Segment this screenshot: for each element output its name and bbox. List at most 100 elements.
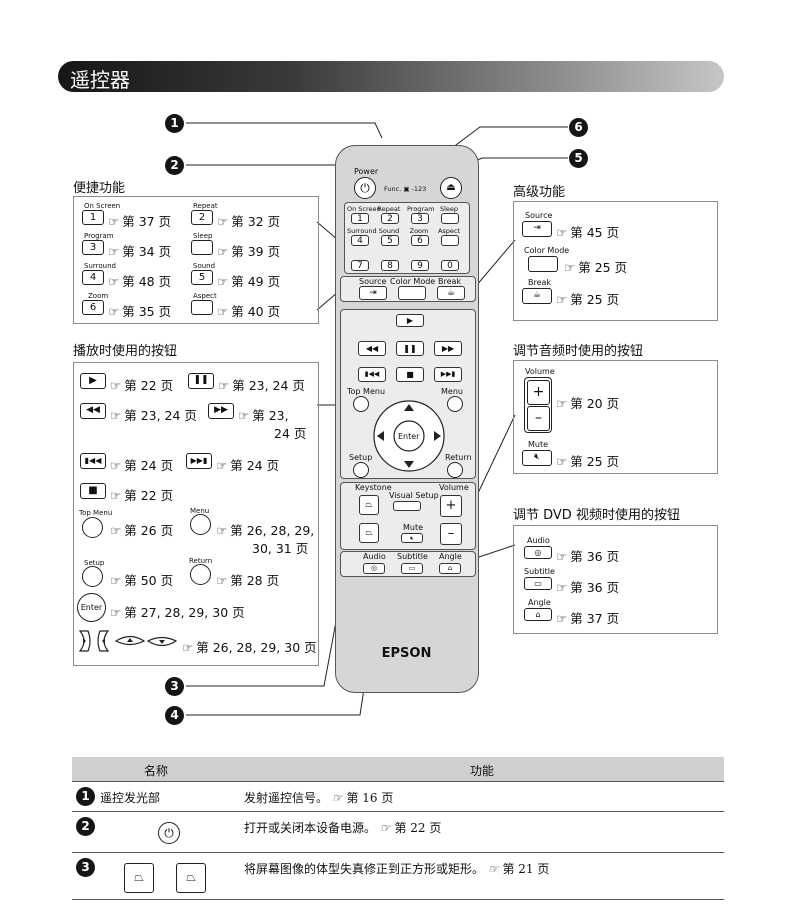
remote-top-menu-icon xyxy=(353,396,369,412)
shortcut-label-sound: Sound xyxy=(193,262,216,270)
remote-label-source: Source xyxy=(359,277,387,286)
remote-label-aspect: Aspect xyxy=(437,227,461,235)
ref-pause: ☞第 23, 24 页 xyxy=(218,378,305,393)
callout-6: 6 xyxy=(569,118,588,137)
ref-stop: ☞第 22 页 xyxy=(110,488,174,503)
ref-zoom: ☞第 35 页 xyxy=(108,304,172,319)
key-5: 5 xyxy=(191,270,213,285)
remote-label-keystone: Keystone xyxy=(355,483,392,492)
shortcut-label-sleep: Sleep xyxy=(193,232,213,240)
callout-2: 2 xyxy=(165,156,184,175)
fast-forward-icon: ▶▶ xyxy=(208,403,234,419)
section-title-dvd: 调节 DVD 视频时使用的按钮 xyxy=(513,508,680,523)
table-row: 1 遥控发光部 发射遥控信号。 ☞ 第 16 页 xyxy=(72,782,724,812)
row-function: 发射遥控信号。 ☞ 第 16 页 xyxy=(244,791,394,805)
ref-subtitle: ☞第 36 页 xyxy=(556,580,620,595)
power-label: Power xyxy=(354,167,379,176)
remote-label-visual-setup: Visual Setup xyxy=(389,491,439,500)
shortcut-label-zoom: Zoom xyxy=(88,292,109,300)
remote-key-5: 5 xyxy=(381,235,399,246)
source-label: Source xyxy=(525,211,553,220)
remote-fast-forward-icon: ▶▶ xyxy=(434,341,462,356)
dvd-box: Audio ◎ ☞第 36 页 Subtitle ▭ ☞第 36 页 Angle… xyxy=(513,525,718,634)
play-icon: ▶ xyxy=(80,373,106,389)
row-number: 1 xyxy=(76,787,95,806)
key-6: 6 xyxy=(82,300,104,315)
remote-control: Power ⏻ Func. ▣ -123 ⏏ On Screen Repeat … xyxy=(335,145,479,693)
function-table: 1 遥控发光部 发射遥控信号。 ☞ 第 16 页 2 ⏻ 打开或关闭本设备电源。… xyxy=(72,782,724,906)
remote-source-icon: ⇥ xyxy=(359,286,387,300)
callout-3: 3 xyxy=(165,677,184,696)
remote-brand-logo: EPSON xyxy=(381,646,432,661)
page-header: 遥控器 xyxy=(58,61,724,92)
setup-label: Setup xyxy=(84,559,105,567)
return-button-icon xyxy=(190,564,211,585)
enter-button-icon: Enter xyxy=(77,593,106,622)
key-3: 3 xyxy=(82,240,104,255)
ref-arrows: ☞第 26, 28, 29, 30 页 xyxy=(182,640,317,655)
menu-label: Menu xyxy=(190,507,210,515)
func-switch: Func. ▣ -123 xyxy=(384,185,427,193)
remote-pause-icon: ❚❚ xyxy=(396,341,424,356)
ref-angle: ☞第 37 页 xyxy=(556,611,620,626)
row-function: 打开或关闭本设备电源。 ☞ 第 22 页 xyxy=(244,821,442,835)
keystone-down-button-icon: ⏢ xyxy=(176,863,206,893)
keystone-up-button-icon: ⏢ xyxy=(124,863,154,893)
shortcut-label-program: Program xyxy=(84,232,114,240)
shortcut-label-aspect: Aspect xyxy=(193,292,217,300)
remote-key-3: 3 xyxy=(411,213,429,224)
section-title-advanced: 高级功能 xyxy=(513,185,566,200)
setup-button-icon xyxy=(82,566,103,587)
remote-visual-setup-icon xyxy=(393,501,421,511)
remote-label-on-screen: On Screen xyxy=(347,205,381,213)
playback-box: ▶ ☞第 22 页 ❚❚ ☞第 23, 24 页 ◀◀ ☞第 23, 24 页 … xyxy=(73,362,319,666)
remote-numeric-panel: On Screen Repeat Program Sleep 1 2 3 Sur… xyxy=(344,202,470,274)
key-2: 2 xyxy=(191,210,213,225)
remote-key-7: 7 xyxy=(351,260,369,271)
previous-icon: ▮◀◀ xyxy=(80,453,106,469)
key-aspect xyxy=(191,300,213,315)
row-number: 2 xyxy=(76,817,95,836)
remote-label-zoom: Zoom xyxy=(409,227,429,235)
remote-color-mode-icon xyxy=(398,286,426,300)
remote-label-sound: Sound xyxy=(378,227,400,235)
ref-volume: ☞第 20 页 xyxy=(556,396,620,411)
ref-previous: ☞第 24 页 xyxy=(110,458,174,473)
volume-up-icon: + xyxy=(527,380,550,405)
ref-menu: ☞第 26, 28, 29, xyxy=(216,523,315,538)
key-sleep xyxy=(191,240,213,255)
shortcut-label-on-screen: On Screen xyxy=(84,202,121,210)
remote-key-4: 4 xyxy=(351,235,369,246)
menu-button-icon xyxy=(190,514,211,535)
top-menu-button-icon xyxy=(82,517,103,538)
next-icon: ▶▶▮ xyxy=(186,453,212,469)
remote-keystone-panel: Keystone Visual Setup Volume ⏢ ⏢ Mute 🔇︎… xyxy=(340,482,476,550)
remote-stop-icon: ■ xyxy=(396,367,424,382)
remote-volume-up-icon: + xyxy=(440,495,462,517)
remote-audio-icon: ◎ xyxy=(363,563,385,574)
ref-break: ☞第 25 页 xyxy=(556,292,620,307)
ref-audio: ☞第 36 页 xyxy=(556,549,620,564)
callout-5: 5 xyxy=(569,149,588,168)
mute-icon: 🔇︎ xyxy=(522,450,552,466)
ref-source: ☞第 45 页 xyxy=(556,225,620,240)
remote-previous-icon: ▮◀◀ xyxy=(358,367,386,382)
volume-label: Volume xyxy=(525,367,555,376)
ref-fast-forward-cont: 24 页 xyxy=(274,426,307,441)
shortcut-label-repeat: Repeat xyxy=(193,202,218,210)
ref-enter: ☞第 27, 28, 29, 30 页 xyxy=(110,605,245,620)
ref-aspect: ☞第 40 页 xyxy=(217,304,281,319)
color-mode-label: Color Mode xyxy=(524,246,570,255)
volume-icon: + – xyxy=(524,377,552,433)
remote-key-1: 1 xyxy=(351,213,369,224)
remote-label-repeat: Repeat xyxy=(377,205,401,213)
topmenu-label: Top Menu xyxy=(79,509,113,517)
remote-key-6: 6 xyxy=(411,235,429,246)
remote-menu-icon xyxy=(447,396,463,412)
ref-return: ☞第 28 页 xyxy=(216,573,280,588)
ref-color-mode: ☞第 25 页 xyxy=(564,260,628,275)
remote-key-aspect xyxy=(441,235,459,246)
remote-next-icon: ▶▶▮ xyxy=(434,367,462,382)
remote-key-8: 8 xyxy=(381,260,399,271)
remote-playback-panel: ▶ ◀◀ ❚❚ ▶▶ ▮◀◀ ■ ▶▶▮ Top Menu Menu Enter… xyxy=(340,309,476,479)
